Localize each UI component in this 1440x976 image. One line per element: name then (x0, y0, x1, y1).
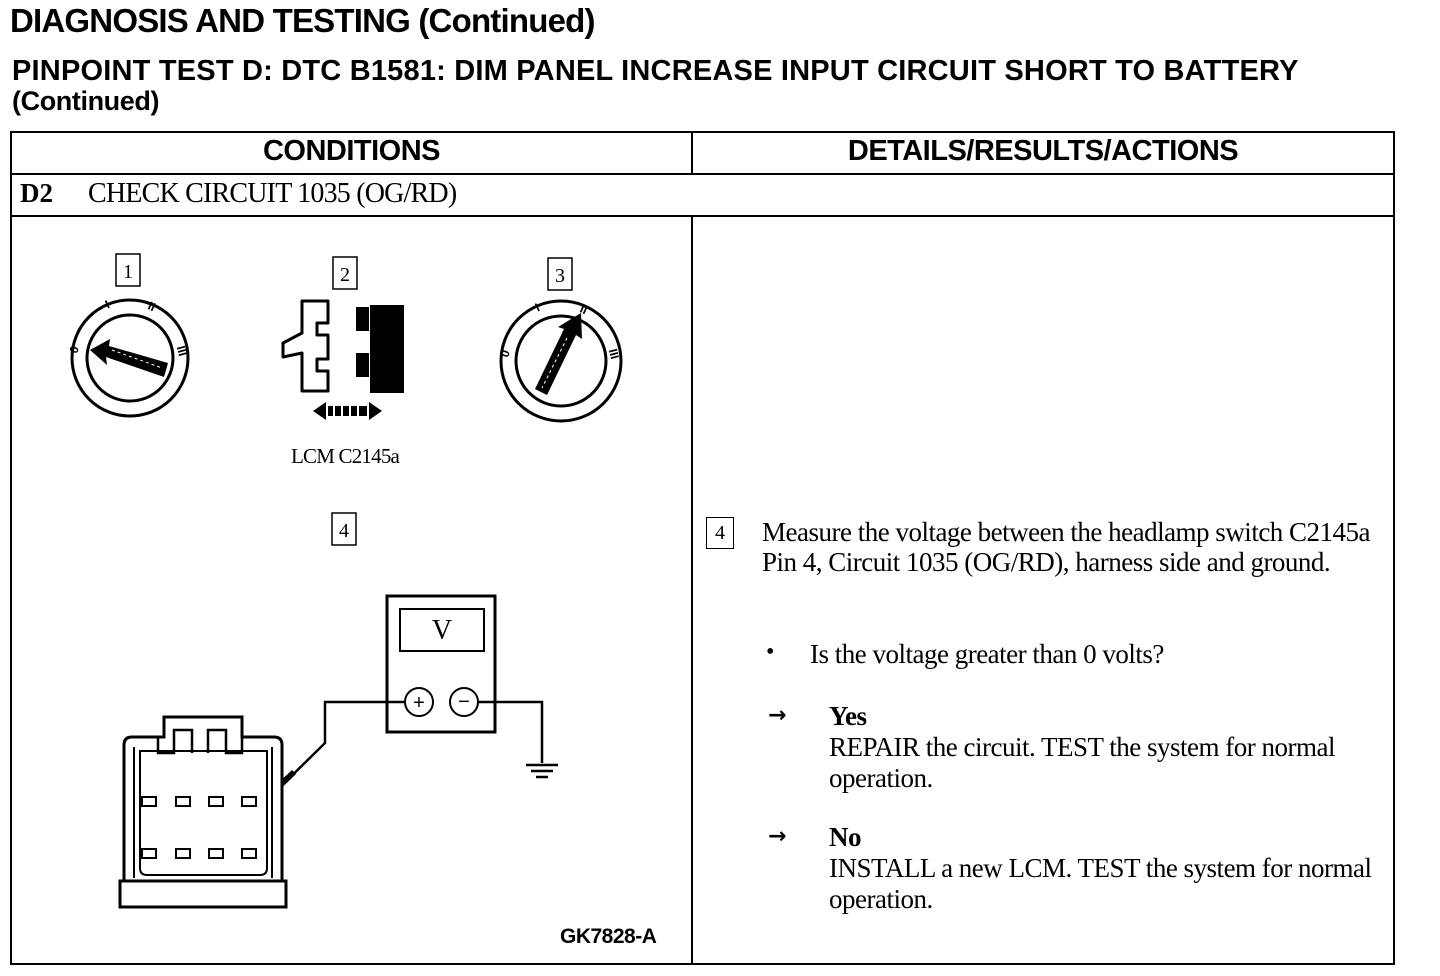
step-box-3: 3 (547, 257, 573, 291)
voltmeter-icon: V + − (385, 594, 497, 734)
details-step-ref: 4 (706, 517, 734, 549)
step-box-4: 4 (331, 512, 357, 546)
voltmeter-plus: + (413, 692, 425, 714)
column-divider (691, 133, 693, 173)
test-question: Is the voltage greater than 0 volts? (810, 639, 1164, 669)
switch1-label-0: 0 (67, 344, 83, 355)
step-box-2-number: 2 (340, 264, 350, 286)
answer-yes: Yes REPAIR the circuit. TEST the system … (829, 701, 1389, 794)
connector-unplug-icon (281, 299, 404, 420)
test-title: PINPOINT TEST D: DTC B1581: DIM PANEL IN… (12, 56, 1412, 116)
pinpoint-test-table: CONDITIONS DETAILS/RESULTS/ACTIONS D2 CH… (10, 131, 1395, 965)
step-row: D2 CHECK CIRCUIT 1035 (OG/RD) (12, 175, 1393, 217)
test-illustration: 1 2 3 4 0 I II III (67, 253, 623, 909)
switch1-label-3: III (174, 344, 190, 357)
step-title: CHECK CIRCUIT 1035 (OG/RD) (88, 178, 457, 209)
figure-id: GK7828-A (560, 925, 657, 948)
switch3-label-1: I (533, 300, 542, 314)
step-box-2: 2 (332, 256, 358, 290)
conditions-header: CONDITIONS (262, 135, 441, 167)
ignition-switch-off-icon: 0 I II III (67, 297, 190, 418)
details-header: DETAILS/RESULTS/ACTIONS (847, 135, 1239, 167)
bullet-icon: • (766, 639, 775, 665)
answer-yes-action: REPAIR the circuit. TEST the system for … (829, 732, 1335, 793)
answer-no-label: No (829, 822, 862, 852)
step-box-3-number: 3 (555, 265, 565, 287)
step-box-1-number: 1 (123, 261, 133, 283)
switch3-label-2: II (578, 302, 590, 318)
answer-no-action: INSTALL a new LCM. TEST the system for n… (829, 853, 1372, 914)
step-box-1: 1 (115, 253, 141, 287)
step-box-4-number: 4 (339, 520, 349, 542)
arrow-right-icon: → (768, 703, 787, 728)
ignition-switch-run-icon: 0 I II III (498, 299, 623, 423)
step-id: D2 (20, 178, 53, 208)
voltmeter-minus: − (458, 691, 470, 713)
connector-label: LCM C2145a (291, 444, 401, 468)
switch3-label-3: III (606, 347, 622, 360)
table-header-row: CONDITIONS DETAILS/RESULTS/ACTIONS (12, 133, 1393, 175)
section-title: DIAGNOSIS AND TESTING (Continued) (10, 2, 595, 39)
test-title-main: PINPOINT TEST D: DTC B1581: DIM PANEL IN… (12, 55, 1299, 87)
switch1-label-1: I (103, 297, 112, 311)
test-title-continued: (Continued) (12, 86, 160, 116)
voltmeter-display: V (432, 615, 452, 646)
ground-icon (526, 763, 558, 779)
answer-no: No INSTALL a new LCM. TEST the system fo… (829, 822, 1389, 915)
column-divider-body (691, 217, 693, 963)
arrow-right-icon: → (768, 824, 787, 849)
instruction-text: Measure the voltage between the headlamp… (762, 517, 1371, 577)
switch3-label-0: 0 (498, 348, 514, 359)
answer-yes-label: Yes (829, 701, 867, 731)
harness-connector-icon (118, 715, 288, 909)
switch1-label-2: II (146, 299, 158, 315)
